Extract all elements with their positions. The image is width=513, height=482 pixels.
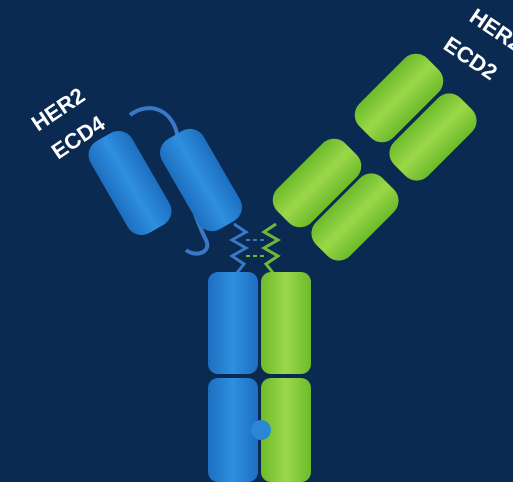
fc-blue-upper-domain bbox=[208, 272, 258, 374]
knob-into-hole bbox=[251, 420, 271, 440]
fc-blue-lower-domain bbox=[208, 378, 258, 482]
fc-green-upper-domain bbox=[261, 272, 311, 374]
hinge-green-zigzag bbox=[264, 224, 278, 274]
fc-region bbox=[208, 272, 311, 482]
hinge-region bbox=[232, 224, 278, 274]
hinge-blue-zigzag bbox=[232, 224, 246, 274]
left-outer-domain bbox=[83, 125, 178, 241]
right-fab-arm bbox=[266, 47, 483, 267]
